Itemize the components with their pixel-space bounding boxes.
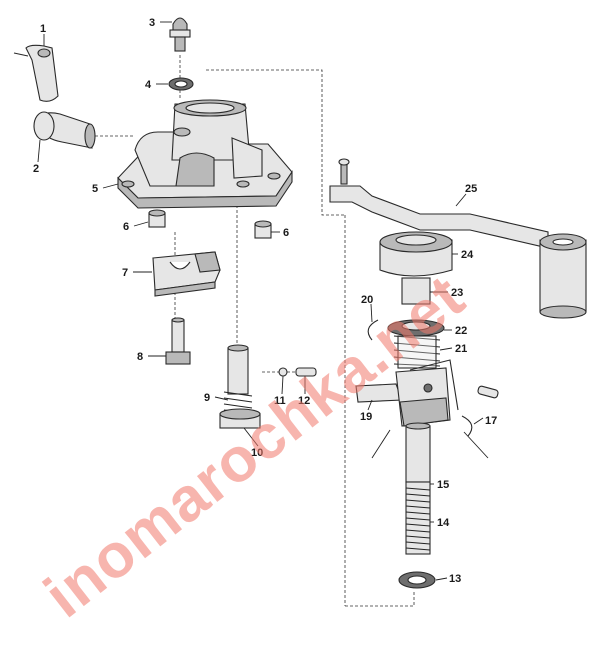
push-rod-cap-part	[219, 408, 261, 429]
washer-part	[168, 77, 194, 91]
callout-3: 3	[149, 17, 155, 29]
clutch-spring-part	[393, 335, 441, 369]
callout-20: 20	[361, 294, 373, 306]
actuator-body-part	[355, 359, 459, 427]
callout-24: 24	[461, 249, 474, 261]
callout-11: 11	[274, 395, 286, 407]
clutch-housing-part	[117, 99, 293, 209]
callout-25: 25	[465, 183, 477, 195]
pointer-line-left	[371, 429, 391, 459]
callout-12: 12	[298, 395, 310, 407]
steel-ball-part	[278, 367, 288, 377]
callout-17: 17	[485, 415, 497, 427]
release-lever-part	[329, 158, 587, 319]
release-fork-part	[152, 251, 221, 297]
callout-19: 19	[360, 411, 372, 423]
callout-14: 14	[437, 517, 450, 529]
bearing-shaft-part	[401, 277, 431, 305]
adjuster-screw-part	[405, 481, 431, 555]
callout-8: 8	[137, 351, 143, 363]
bottom-washer-part	[398, 571, 436, 589]
callout-2: 2	[33, 163, 39, 175]
callout-5: 5	[92, 183, 98, 195]
pin-part	[295, 367, 317, 377]
callout-10: 10	[251, 447, 263, 459]
callout-23: 23	[451, 287, 463, 299]
pointer-line-right	[463, 431, 489, 459]
callout-22: 22	[455, 325, 467, 337]
callout-7: 7	[122, 267, 128, 279]
bleeder-screw-part	[169, 17, 191, 52]
callout-6-left: 6	[123, 221, 129, 233]
circlip-upper-part	[367, 319, 379, 341]
callout-13: 13	[449, 573, 461, 585]
roller-pin-part	[477, 385, 499, 399]
callout-9: 9	[204, 392, 210, 404]
push-rod-part	[223, 344, 253, 415]
callout-21: 21	[455, 343, 467, 355]
bushing-left-part	[148, 209, 166, 228]
release-bearing-cup-part	[379, 231, 453, 277]
callout-6-right: 6	[283, 227, 289, 239]
lever-arm-part	[13, 44, 96, 149]
leader-lines	[37, 21, 484, 581]
callout-4: 4	[145, 79, 152, 91]
callout-1: 1	[40, 23, 46, 35]
callout-15: 15	[437, 479, 449, 491]
bolt-part	[165, 317, 191, 365]
adjuster-shaft-part	[405, 422, 431, 483]
bushing-right-part	[254, 220, 272, 239]
circlip-lower-part	[461, 415, 473, 437]
callout-labels: 1 2 3 4 5 6 6 7 8 9 10 11 12 13 14 15 17…	[33, 17, 497, 585]
